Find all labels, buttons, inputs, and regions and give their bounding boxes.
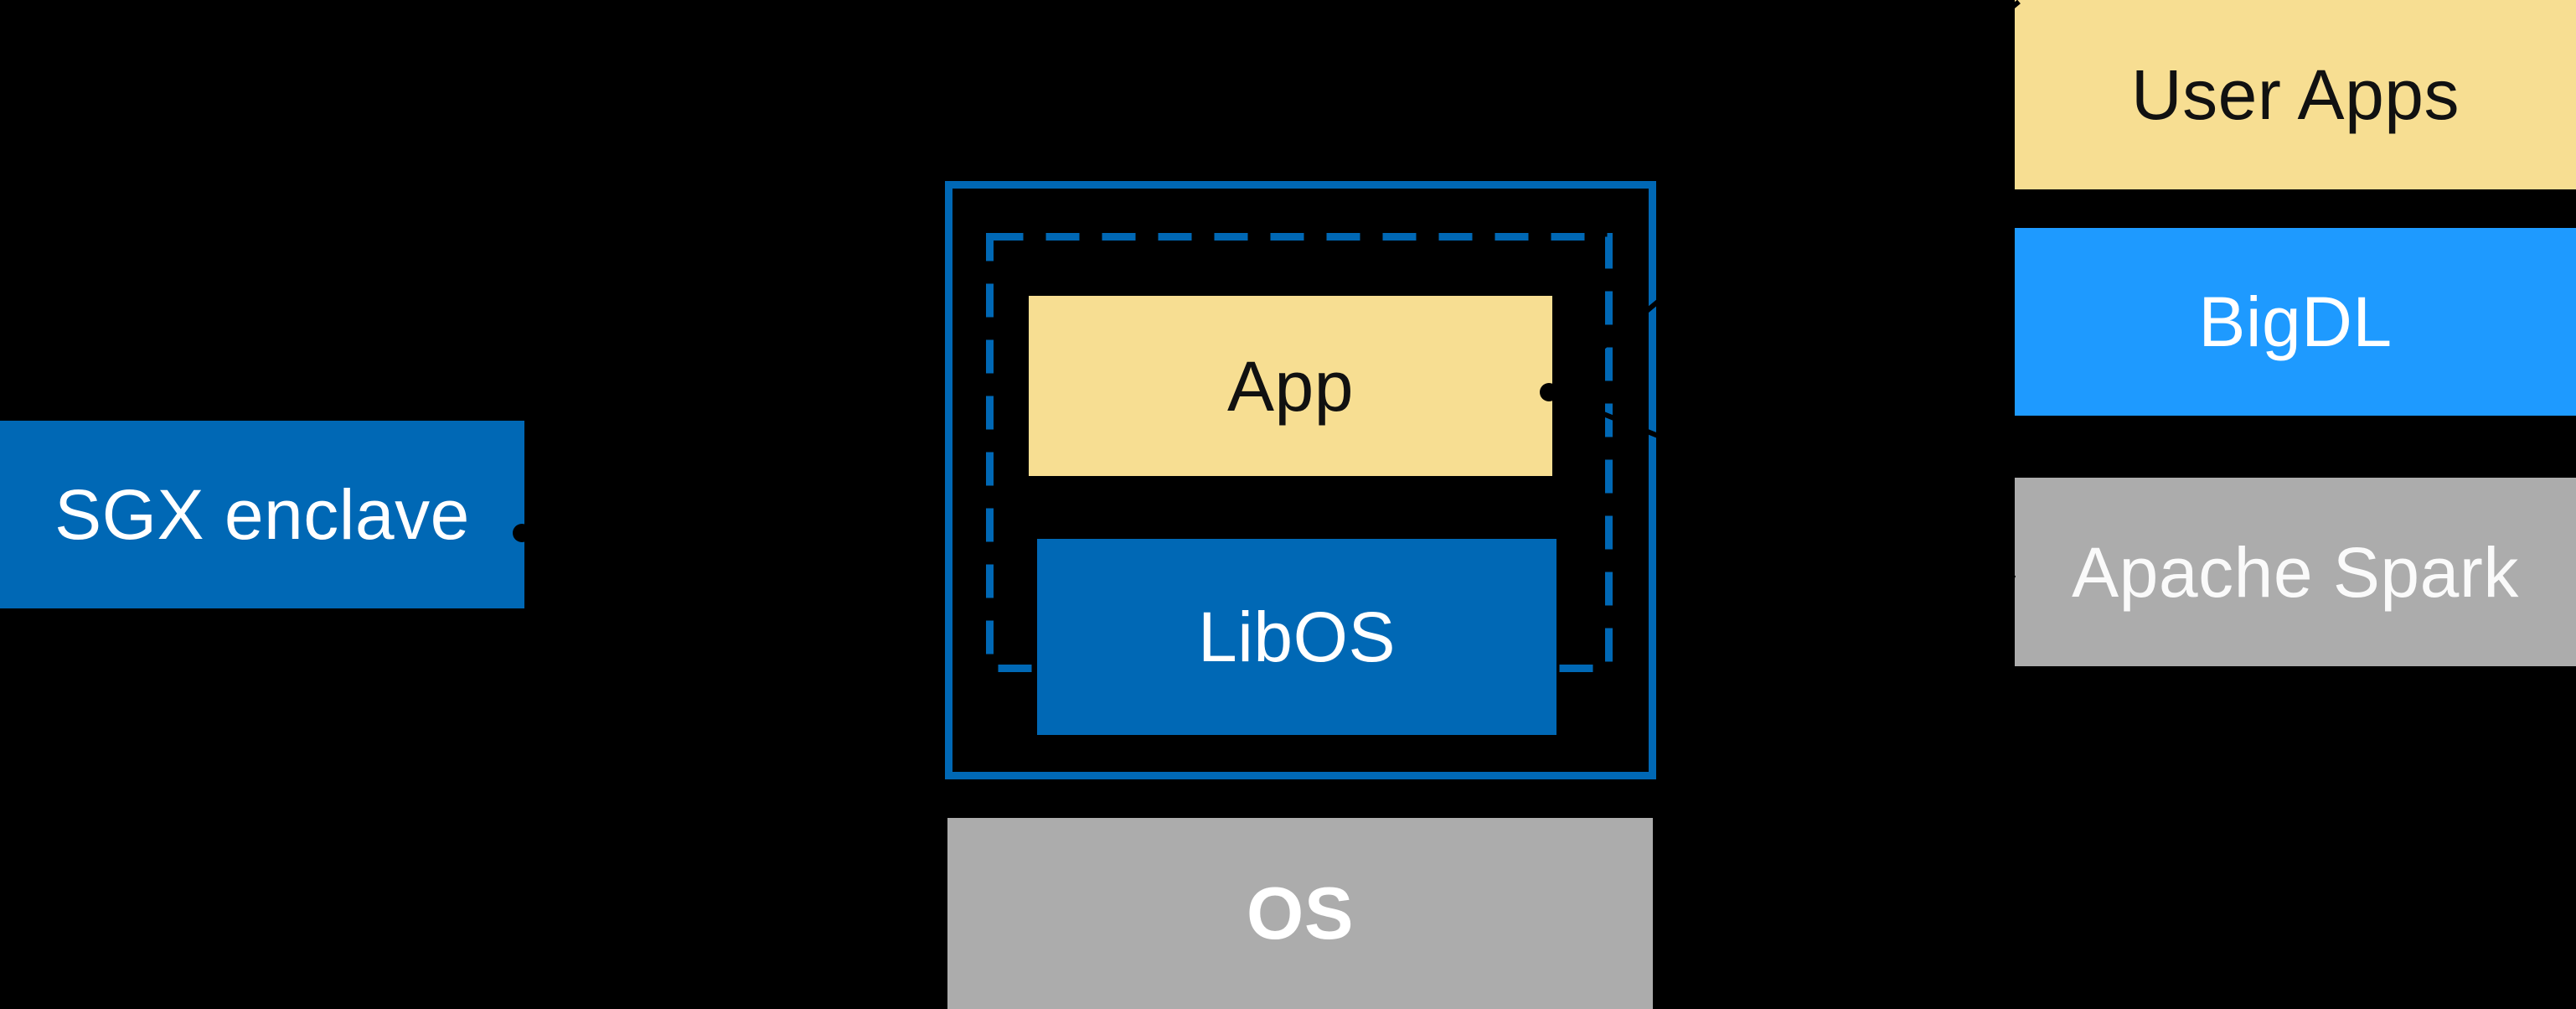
connector-user-apps-to-app-line	[1547, 0, 2021, 395]
enclave-boundary-solid-box	[945, 181, 1656, 779]
connector-spark-to-app-line	[1547, 390, 2016, 581]
os-box	[947, 818, 1653, 1009]
connector-dot-on-app	[1540, 383, 1558, 401]
user-apps-box	[2015, 0, 2576, 189]
libos-box	[1037, 539, 1556, 735]
sgx-enclave-box	[0, 421, 524, 608]
app-box	[1029, 296, 1552, 476]
bigdl-box	[2015, 228, 2576, 416]
connector-dot-on-sgx-box	[513, 524, 531, 542]
apache-spark-box	[2015, 478, 2576, 666]
